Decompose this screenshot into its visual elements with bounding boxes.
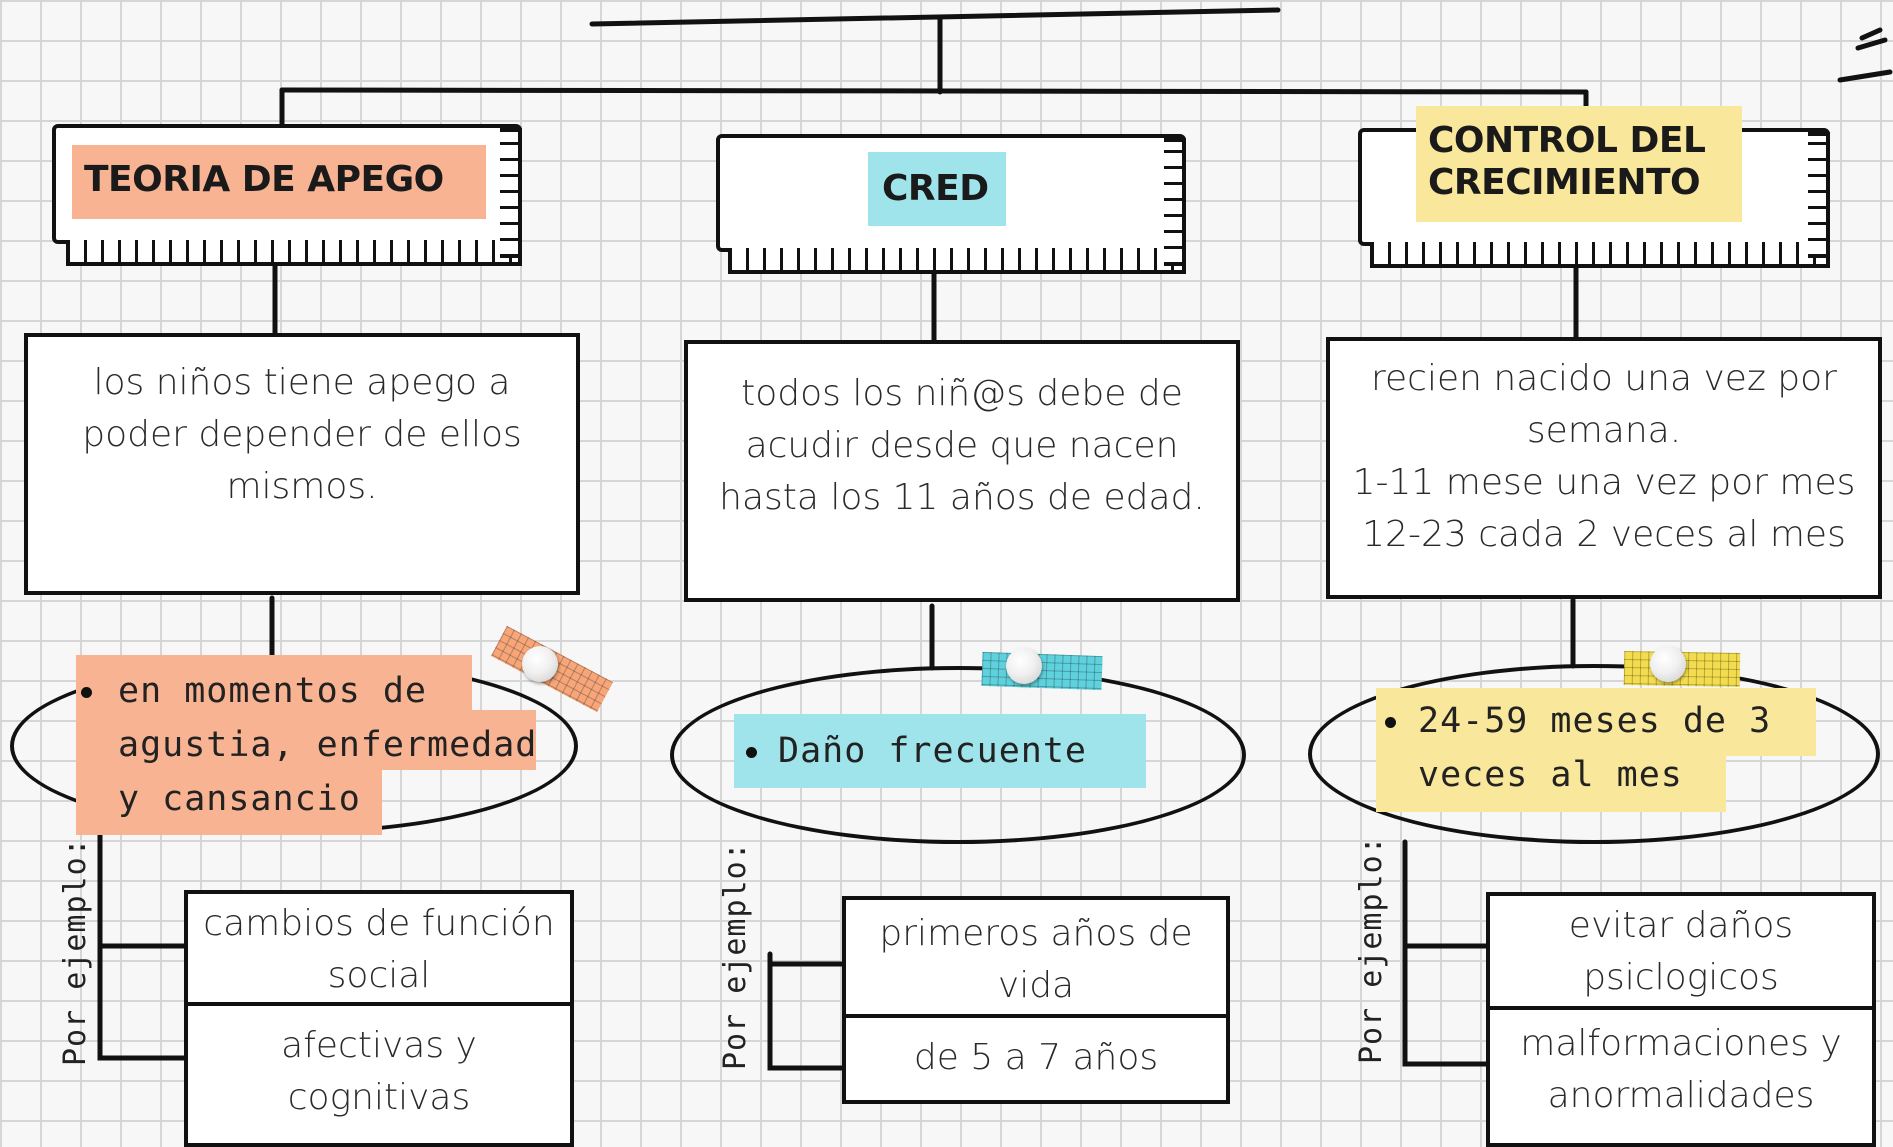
bullet-icon	[746, 747, 757, 758]
col2-description-line: acudir desde que nacen	[745, 425, 1179, 466]
col3-pin-icon	[1650, 646, 1686, 682]
col3-note-line: veces al mes	[1418, 755, 1683, 795]
col3-title-line: CONTROL DEL	[1428, 120, 1706, 161]
col1-title-highlight: TEORIA DE APEGO	[72, 145, 486, 219]
col3-example-2-line: malformaciones y	[1520, 1023, 1842, 1064]
col3-note-oval	[1308, 664, 1880, 844]
col2-description-line: hasta los 11 años de edad.	[719, 477, 1205, 518]
col3-description-line: recien nacido una vez por	[1371, 358, 1837, 399]
col3-example-1-line: psiclogicos	[1583, 957, 1779, 998]
col1-example-1-line: social	[327, 955, 431, 996]
col3-bracket	[1402, 839, 1489, 1067]
col2-header-shade	[728, 248, 1186, 274]
col1-examples-label: Por ejemplo:	[58, 837, 93, 1066]
col3-example-box-1: evitar daños psiclogicos	[1486, 892, 1876, 1012]
col3-description-line: 1-11 mese una vez por mes	[1352, 462, 1856, 503]
col1-example-2-line: afectivas y	[281, 1025, 477, 1066]
corner-squiggle	[1837, 27, 1893, 83]
col2-header-side	[1164, 138, 1186, 266]
col3-note-highlight	[1376, 688, 1816, 756]
col3-example-box-2: malformaciones y anormalidades	[1486, 1006, 1876, 1147]
col3-description-line: 12-23 cada 2 veces al mes	[1362, 514, 1846, 555]
col3-title-highlight: CONTROL DEL CRECIMIENTO	[1416, 106, 1742, 222]
col2-examples-label: Por ejemplo:	[718, 841, 753, 1070]
col3-examples-label: Por ejemplo:	[1354, 835, 1389, 1064]
col1-example-box-1: cambios de función social	[184, 890, 574, 1008]
col1-note-highlight	[76, 655, 472, 715]
bullet-icon	[81, 687, 92, 698]
col1-note-line: agustia, enfermedad	[118, 725, 538, 765]
col3-description-box: recien nacido una vez por semana. 1-11 m…	[1326, 337, 1882, 599]
col3-header-shade	[1370, 242, 1830, 268]
col1-description-line: poder depender de ellos	[82, 414, 522, 455]
col1-example-1-line: cambios de función	[203, 903, 555, 944]
col2-pin-icon	[1006, 648, 1042, 684]
top-bar-line	[589, 7, 1281, 27]
col2-example-box-1: primeros años de vida	[842, 896, 1230, 1020]
col3-header-side	[1808, 132, 1830, 258]
col1-note-highlight	[76, 765, 382, 835]
col1-header-shade	[66, 240, 522, 266]
col3-example-1-line: evitar daños	[1568, 905, 1794, 946]
col2-example-1-line: vida	[997, 965, 1075, 1006]
col3-title-line: CRECIMIENTO	[1428, 162, 1701, 203]
col3-note-line: 24-59 meses de 3	[1418, 701, 1772, 741]
col2-title: CRED	[882, 168, 989, 209]
branch-bar-line	[279, 87, 1589, 95]
col3-note: 24-59 meses de 3 veces al mes	[1385, 694, 1772, 802]
col2-note-line: Daño frecuente	[778, 731, 1088, 771]
col1-example-2-line: cognitivas	[287, 1077, 471, 1118]
col2-example-1-line: primeros años de	[879, 913, 1193, 954]
col1-example-box-2: afectivas y cognitivas	[184, 1002, 574, 1147]
col1-pin-icon	[522, 646, 558, 682]
col2-note-highlight	[734, 714, 1146, 788]
col2-note-oval	[670, 666, 1246, 844]
col1-note: en momentos de agustia, enfermedad y can…	[81, 664, 538, 826]
col2-description-line: todos los niñ@s debe de	[741, 373, 1183, 414]
col1-description-line: los niños tiene apego a	[93, 362, 511, 403]
col2-example-2-line: de 5 a 7 años	[913, 1037, 1159, 1078]
bullet-icon	[1385, 717, 1396, 728]
col1-note-line: en momentos de	[118, 671, 428, 711]
col2-note: Daño frecuente	[746, 724, 1088, 778]
col1-description-line: mismos.	[226, 466, 378, 507]
col3-note-highlight	[1376, 752, 1726, 812]
col1-note-line: y cansancio	[118, 779, 361, 819]
col3-example-2-line: anormalidades	[1547, 1075, 1815, 1116]
col2-example-box-2: de 5 a 7 años	[842, 1014, 1230, 1104]
col2-tape	[981, 651, 1103, 691]
col2-description-box: todos los niñ@s debe de acudir desde que…	[684, 340, 1240, 602]
col3-description-line: semana.	[1526, 410, 1682, 451]
col1-header-side	[500, 128, 522, 258]
col1-bracket	[97, 829, 187, 1061]
col2-bracket	[767, 951, 845, 1071]
col1-description-box: los niños tiene apego a poder depender d…	[24, 333, 580, 595]
col1-note-highlight	[76, 710, 536, 770]
col1-title: TEORIA DE APEGO	[84, 159, 444, 200]
col2-title-highlight: CRED	[868, 152, 1006, 226]
